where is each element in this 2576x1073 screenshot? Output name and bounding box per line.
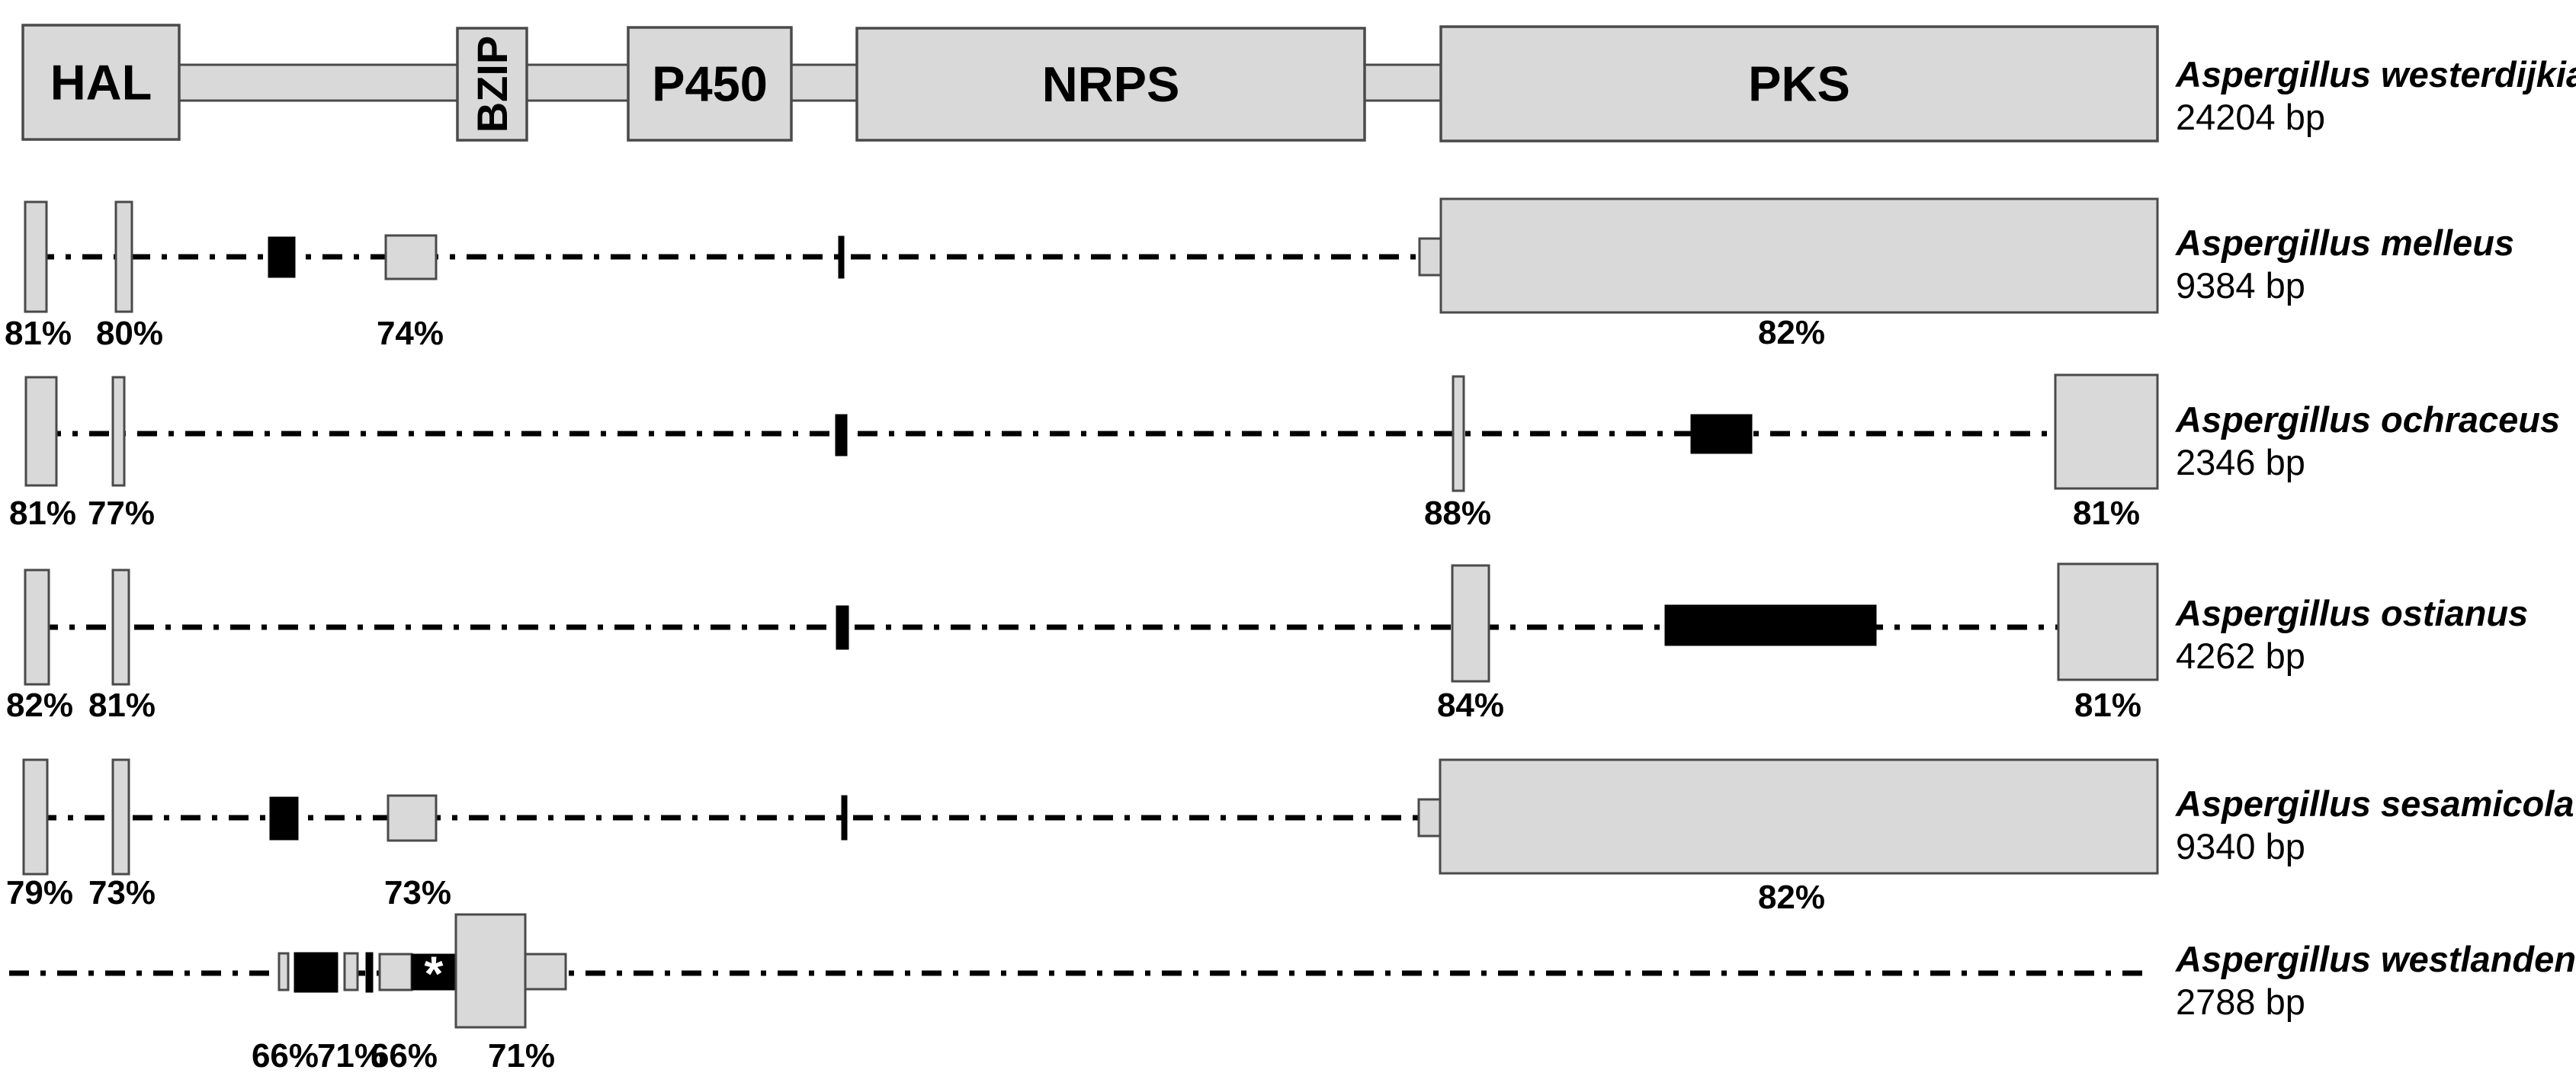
homologous-region-box: [1439, 197, 2159, 314]
non-homologous-insertion-box: [835, 414, 848, 456]
homologous-region-box: [2057, 562, 2159, 681]
non-homologous-insertion-box: [838, 235, 845, 279]
identity-percentage-label: 73%: [88, 874, 156, 911]
sequence-length-label: 24204 bp: [2176, 97, 2325, 137]
homologous-region-box: [387, 794, 438, 842]
identity-percentage-label: 88%: [1424, 495, 1491, 532]
reference-cluster-row: HAL BZIP P450 NRPS PKS Aspergillus westerdijk…: [21, 24, 2576, 143]
non-homologous-insertion-box: [1690, 414, 1753, 454]
sequence-length-label: 4262 bp: [2176, 636, 2305, 676]
identity-percentage-label: 84%: [1437, 687, 1504, 724]
non-homologous-insertion-box: [294, 952, 338, 993]
identity-percentage-label: 71%: [488, 1037, 555, 1073]
sequence-length-label: 2346 bp: [2176, 442, 2305, 482]
gene-label-pks: PKS: [1748, 56, 1850, 112]
homologous-region-box: [114, 200, 133, 313]
homologous-region-box: [378, 953, 413, 991]
gene-box-nrps: [855, 27, 1366, 142]
non-homologous-insertion-box: [268, 236, 296, 278]
identity-percentage-label: 81%: [9, 495, 76, 532]
homologous-region-box: [22, 758, 49, 876]
species-name-label: Aspergillus melleus: [2175, 223, 2514, 263]
homologous-region-box: [384, 234, 438, 280]
identity-percentage-label: 71%: [317, 1037, 384, 1073]
identity-percentage-label: 82%: [1758, 314, 1825, 351]
homologous-region-box: [111, 376, 126, 487]
species-name-label: Aspergillus sesamicola: [2175, 783, 2574, 824]
identity-percentage-label: 82%: [6, 687, 73, 724]
sequence-length-label: 2788 bp: [2176, 982, 2305, 1022]
homologous-region-box: [1417, 798, 1442, 838]
non-homologous-insertion-box: [841, 795, 848, 841]
backbone-segment: [525, 63, 630, 102]
identity-percentage-label: 80%: [96, 315, 163, 352]
asterisk-mark: *: [425, 946, 444, 1001]
identity-percentage-label: 81%: [2074, 687, 2141, 724]
gene-label-nrps: NRPS: [1042, 56, 1180, 112]
sequence-length-label: 9384 bp: [2176, 265, 2305, 306]
homologous-region-box: [24, 569, 50, 686]
homologous-region-box: [1418, 237, 1444, 277]
homology-row-5: *66%71%66%71%Aspergillus westlandensis27…: [9, 913, 2576, 1073]
homologous-region-box: [111, 569, 130, 686]
homologous-region-box: [343, 952, 359, 991]
homologous-region-box: [1451, 564, 1490, 683]
sequence-length-label: 9340 bp: [2176, 826, 2305, 866]
identity-percentage-label: 73%: [384, 874, 451, 911]
identity-percentage-label: 81%: [88, 687, 156, 724]
identity-percentage-label: 81%: [5, 315, 72, 352]
non-homologous-insertion-box: [269, 796, 299, 841]
species-name-label: Aspergillus westlandensis: [2175, 939, 2576, 979]
gene-label-hal: HAL: [50, 55, 152, 111]
identity-percentage-label: 81%: [2073, 495, 2140, 532]
identity-percentage-label: 74%: [377, 315, 444, 352]
non-homologous-insertion-box: [365, 952, 374, 993]
gene-box-bzip: [456, 27, 528, 142]
gene-label-p450: P450: [652, 56, 768, 112]
homologous-region-box: [454, 913, 527, 1029]
homologous-region-box: [24, 200, 48, 313]
homologous-region-box: [1439, 758, 2159, 875]
gene-box-pks: [1439, 25, 2159, 143]
homologous-region-box: [111, 758, 130, 876]
identity-percentage-label: 66%: [252, 1037, 319, 1073]
identity-percentage-label: 79%: [6, 874, 73, 911]
backbone-segment: [178, 63, 459, 102]
non-homologous-insertion-box: [411, 953, 457, 991]
homologous-region-box: [1452, 375, 1465, 492]
non-homologous-insertion-box: [836, 605, 849, 650]
identity-percentage-label: 82%: [1758, 879, 1825, 916]
homologous-region-box: [2054, 373, 2159, 490]
species-name-label: Aspergillus ochraceus: [2175, 399, 2560, 440]
backbone-segment: [1363, 63, 1442, 102]
homologous-region-box: [24, 376, 58, 487]
non-homologous-insertion-box: [1664, 604, 1877, 646]
gene-box-hal: [21, 24, 181, 141]
identity-percentage-label: 77%: [88, 495, 155, 532]
species-name-label: Aspergillus westerdijkiae: [2175, 54, 2576, 94]
homologous-region-box: [524, 953, 567, 991]
identity-percentage-label: 66%: [371, 1037, 438, 1073]
gene-label-bzip: BZIP: [468, 36, 516, 133]
species-name-label: Aspergillus ostianus: [2175, 593, 2528, 633]
homologous-region-box: [277, 952, 290, 991]
gene-box-p450: [627, 26, 793, 142]
backbone-segment: [790, 63, 858, 102]
